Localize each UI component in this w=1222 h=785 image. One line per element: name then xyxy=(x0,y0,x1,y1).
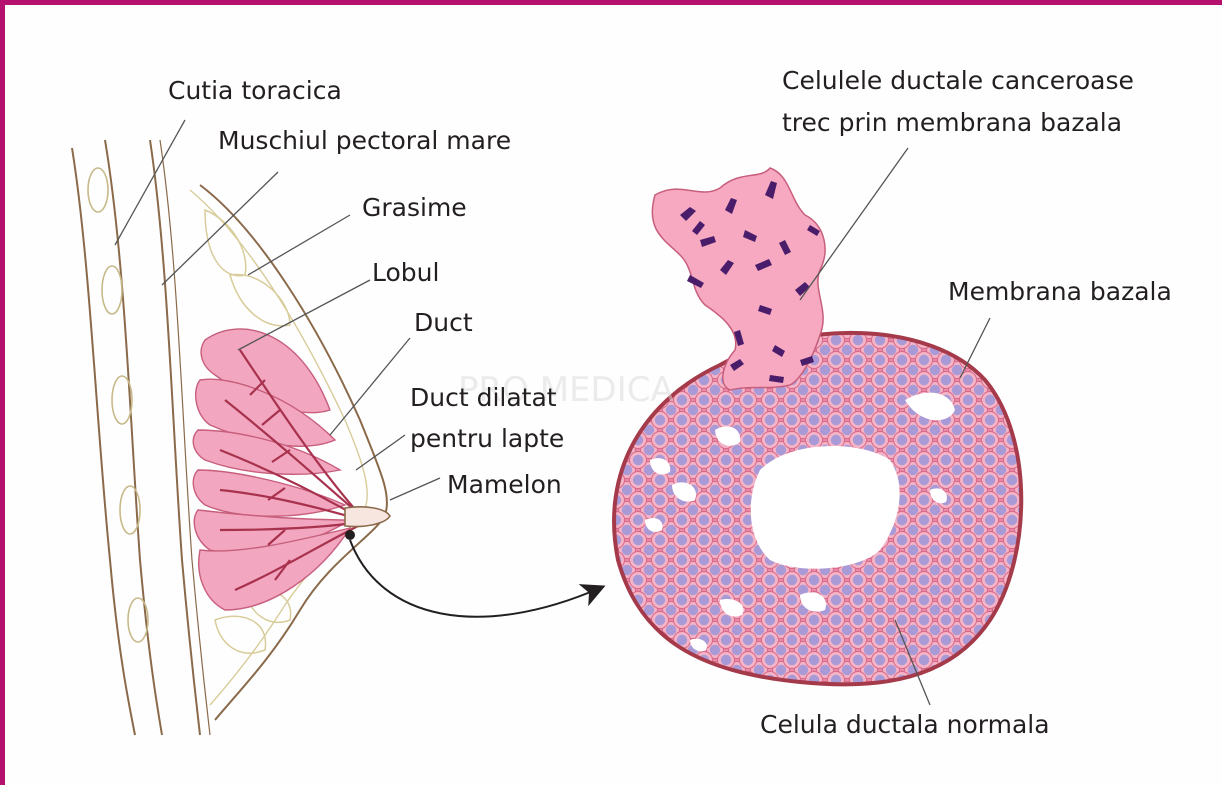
label-fat: Grasime xyxy=(362,193,467,223)
zoom-arrow xyxy=(350,540,600,617)
breast-cross-section xyxy=(72,140,390,735)
label-duct: Duct xyxy=(414,308,473,338)
duct-cross-section xyxy=(614,168,1021,684)
label-normal-ductal-cell: Celula ductala normala xyxy=(760,710,1050,740)
label-nipple: Mamelon xyxy=(447,470,562,500)
label-dilated-duct-line1: Duct dilatat xyxy=(410,383,557,413)
label-ribcage: Cutia toracica xyxy=(168,76,342,106)
label-cancer-cells-line1: Celulele ductale canceroase xyxy=(782,66,1134,96)
label-basement-membrane: Membrana bazala xyxy=(948,277,1172,307)
label-cancer-cells-line2: trec prin membrana bazala xyxy=(782,108,1122,138)
label-pectoral-muscle: Muschiul pectoral mare xyxy=(218,126,511,156)
label-lobule: Lobul xyxy=(372,258,439,288)
label-dilated-duct-line2: pentru lapte xyxy=(410,424,564,454)
